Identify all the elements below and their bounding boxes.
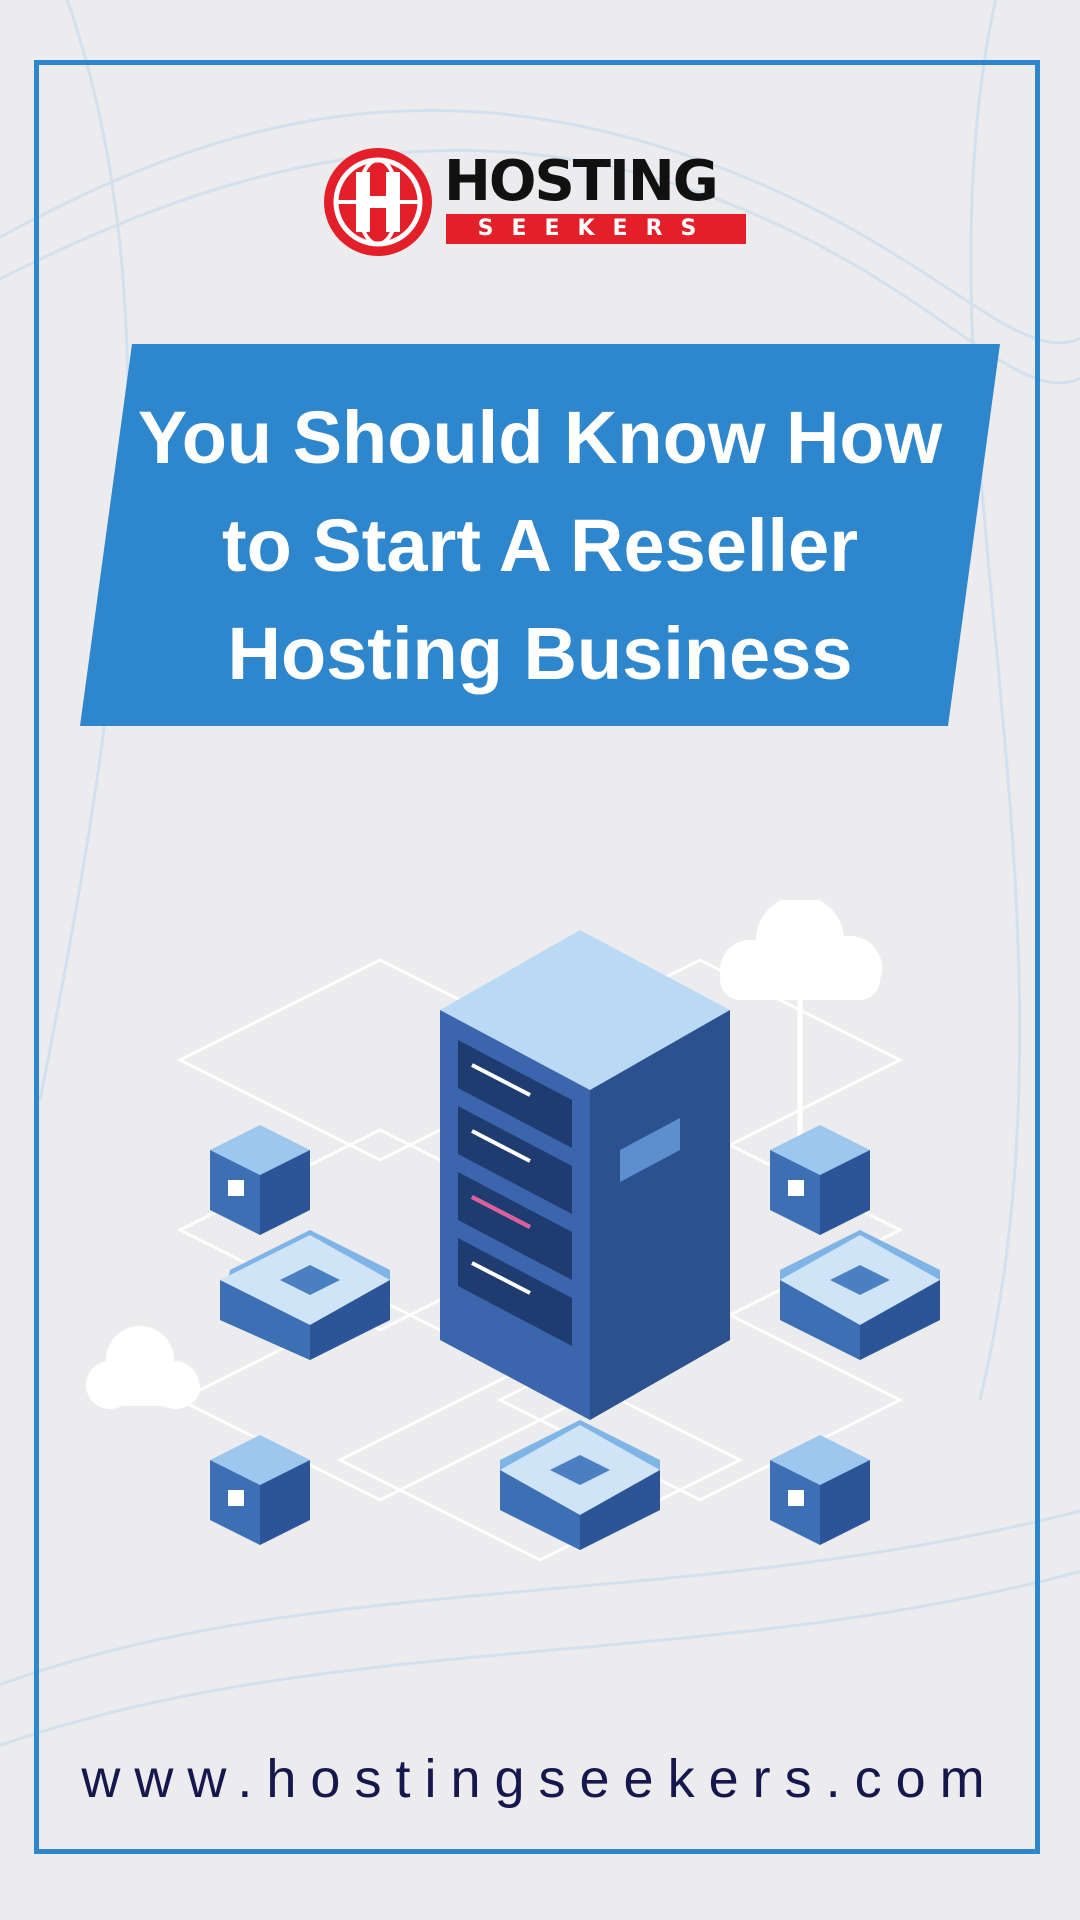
globe-logo-icon: [324, 148, 432, 256]
cloud-icon: [720, 900, 882, 1000]
page-title: You Should Know How to Start A Reseller …: [120, 384, 960, 708]
website-url: www.hostingseekers.com: [81, 1749, 999, 1809]
page-frame: [34, 60, 1040, 1854]
cube-icon: [770, 1125, 870, 1235]
logo-wordmark: HOSTING: [444, 149, 719, 214]
banner-shape: [80, 344, 1000, 726]
cube-icon: [770, 1435, 870, 1545]
server-network-illustration: [86, 900, 940, 1562]
cube-icon: [210, 1125, 310, 1235]
logo-tagline: SEEKERS: [446, 214, 746, 244]
router-icon: [780, 1230, 940, 1360]
server-rack-icon: [440, 930, 730, 1420]
headline-banner: You Should Know How to Start A Reseller …: [80, 344, 1000, 726]
hosting-seekers-logo: HOSTING SEEKERS: [320, 144, 760, 264]
headline-line-2: to Start A Reseller: [221, 504, 859, 587]
headline-line-1: You Should Know How: [137, 396, 943, 479]
cloud-icon: [86, 1326, 200, 1409]
router-icon: [500, 1420, 660, 1550]
cube-icon: [210, 1435, 310, 1545]
headline-line-3: Hosting Business: [227, 612, 853, 695]
router-icon: [220, 1230, 390, 1360]
